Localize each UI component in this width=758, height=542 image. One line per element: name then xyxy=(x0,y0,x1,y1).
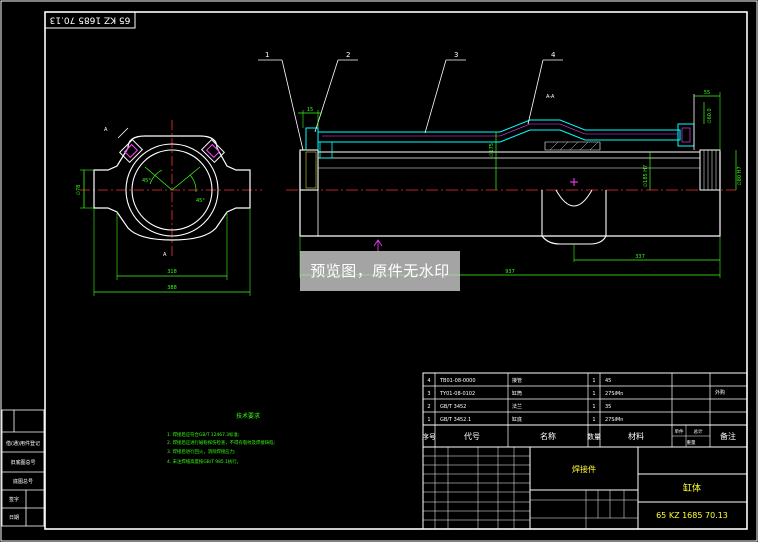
side-inner-width: 318 xyxy=(167,269,177,275)
pl-header-seq: 序号 xyxy=(422,432,436,441)
watermark-text: 预览图，原件无水印 xyxy=(310,262,450,280)
side-angle-1: 45° xyxy=(142,178,151,184)
main-view: 1 2 3 4 A-A 15 55 ∅60.0 ∅185 H7 ∅80 H7 ∅… xyxy=(258,51,743,278)
pl-row3-material: 27SiMn xyxy=(605,417,623,423)
pl-header-note: 备注 xyxy=(720,431,736,441)
dim-left-vertical: ∅175 xyxy=(489,143,495,157)
pl-row0-note: 外购 xyxy=(715,389,725,396)
drawing-number: 65 KZ 1685 70.13 xyxy=(656,511,728,520)
pl-row0-code: TB01-08-0000 xyxy=(439,378,476,384)
dim-right-small: ∅80 H7 xyxy=(737,166,743,185)
dim-bottom-right: 337 xyxy=(635,254,645,260)
pl-row0-material: 45 xyxy=(605,378,611,384)
pl-header-name: 名称 xyxy=(540,431,556,441)
pl-row1-code: TY01-08-0102 xyxy=(439,391,475,397)
pl-row1-material: 27SiMn xyxy=(605,391,623,397)
stamp-row-0: 借(通)用件登记 xyxy=(6,440,40,447)
pl-row2-qty: 1 xyxy=(592,404,595,410)
side-angle-2: 45° xyxy=(196,198,205,204)
pl-header-material: 材料 xyxy=(628,431,644,441)
balloon-1: 1 xyxy=(265,51,269,59)
title-block xyxy=(422,446,748,530)
pl-row2-seq: 2 xyxy=(427,404,430,410)
pl-row1-qty: 1 xyxy=(592,391,595,397)
tech-req-item-2: 3. 焊接后进行回火，消除焊接应力; xyxy=(167,448,236,455)
pl-row3-qty: 1 xyxy=(592,417,595,423)
pl-row2-material: 35 xyxy=(605,404,611,410)
tech-requirements: 技术要求 1. 焊接后应符合GB/T 12467.3标准; 2. 焊接后应进行磁… xyxy=(167,412,275,465)
rotated-number-box: 65 KZ 1685 70.13 xyxy=(44,11,136,29)
tech-req-item-0: 1. 焊接后应符合GB/T 12467.3标准; xyxy=(167,431,239,438)
pl-row0-name: 接管 xyxy=(512,377,522,384)
pl-row2-name: 法兰 xyxy=(512,403,522,410)
pl-row0-qty: 1 xyxy=(592,378,595,384)
balloon-3: 3 xyxy=(454,51,458,59)
watermark-box xyxy=(300,251,460,291)
pl-header-unit: 单件 xyxy=(675,428,684,435)
view-marker-a-bottom: A xyxy=(163,252,167,258)
tech-req-title: 技术要求 xyxy=(236,412,260,420)
pl-row1-seq: 3 xyxy=(427,391,430,397)
pl-row1-name: 缸筒 xyxy=(512,390,522,397)
assembly-name: 焊接件 xyxy=(572,464,596,474)
side-outer-width: 388 xyxy=(167,285,177,291)
dim-top-small: 15 xyxy=(307,107,313,113)
pl-row0-seq: 4 xyxy=(427,378,430,384)
balloon-4: 4 xyxy=(551,51,556,59)
pl-row2-code: GB/T 3452 xyxy=(440,404,466,410)
pl-row3-name: 缸底 xyxy=(512,416,522,423)
rotated-drawing-number: 65 KZ 1685 70.13 xyxy=(50,15,131,25)
view-marker-a: A xyxy=(104,127,108,133)
dim-overall-length: 937 xyxy=(505,269,515,275)
side-view: A A 45° 45° ∅78 318 388 xyxy=(76,120,262,296)
part-name: 缸体 xyxy=(683,482,701,494)
pl-header-weight: 重量 xyxy=(687,439,696,446)
section-label: A-A xyxy=(546,94,555,100)
balloon-2: 2 xyxy=(346,51,350,59)
pl-header-total: 总计 xyxy=(694,428,703,435)
tech-req-item-3: 4. 未注焊缝高度按GB/T 985.1执行。 xyxy=(167,458,241,465)
dim-right-vertical-b: ∅185 H7 xyxy=(643,165,649,187)
side-left-height: ∅78 xyxy=(76,185,82,196)
pl-header-code: 代号 xyxy=(464,431,480,441)
pl-row3-code: GB/T 3452.1 xyxy=(440,417,471,423)
drawing-border-inner xyxy=(44,11,748,530)
pl-header-qty: 数量 xyxy=(587,432,601,441)
left-stamp xyxy=(1,409,45,527)
dim-right-vertical-a: ∅60.0 xyxy=(707,108,713,124)
stamp-row-4: 日期 xyxy=(9,515,19,521)
dim-top-right: 55 xyxy=(704,90,710,96)
tech-req-item-1: 2. 焊接后应进行磁粉探伤检查，不得有裂纹及焊接缺陷; xyxy=(167,439,275,446)
pl-row3-seq: 1 xyxy=(427,417,430,423)
stamp-row-3: 签字 xyxy=(9,496,19,503)
stamp-row-2: 底图总号 xyxy=(13,478,33,485)
stamp-row-1: 旧底图总号 xyxy=(10,459,35,466)
